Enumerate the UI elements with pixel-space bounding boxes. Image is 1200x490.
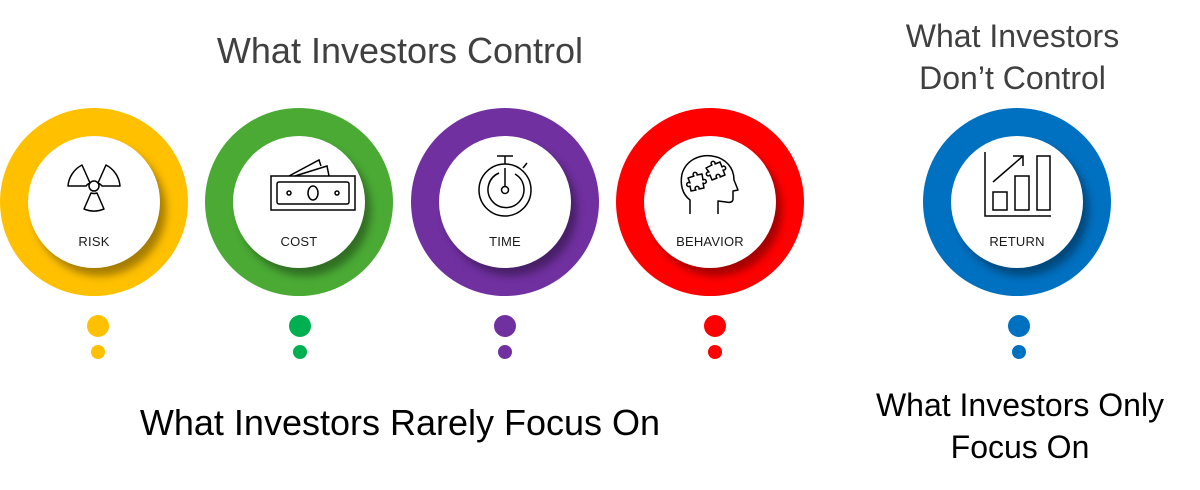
- caption-rarely-focus-on: What Investors Rarely Focus On: [139, 402, 661, 443]
- risk-circle: RISK: [28, 136, 160, 268]
- red-dot-small: [708, 345, 722, 359]
- heading-line-2: Don’t Control: [919, 60, 1106, 96]
- return-label: RETURN: [989, 234, 1045, 249]
- heading-what-investors-dont-control: What Investors Don’t Control: [860, 15, 1165, 99]
- radiation-icon: [67, 164, 121, 212]
- heading-line-1: What Investors: [905, 18, 1120, 54]
- time-label: TIME: [489, 234, 521, 249]
- return-ring: RETURN: [923, 108, 1111, 296]
- behavior-circle: BEHAVIOR: [644, 136, 776, 268]
- caption-only-focus-on: What Investors Only Focus On: [850, 384, 1190, 468]
- time-ring: TIME: [411, 108, 599, 296]
- caption-line-2: Focus On: [950, 429, 1090, 465]
- cost-ring: COST: [205, 108, 393, 296]
- behavior-label: BEHAVIOR: [676, 234, 744, 249]
- cost-circle: COST: [233, 136, 365, 268]
- green-dot-large: [289, 315, 311, 337]
- purple-dot-large: [494, 315, 516, 337]
- behavior-ring: BEHAVIOR: [616, 108, 804, 296]
- money-bills-icon: [270, 158, 356, 211]
- cost-label: COST: [280, 234, 318, 249]
- stopwatch-icon: [478, 155, 532, 217]
- return-circle: RETURN: [951, 136, 1083, 268]
- purple-dot-small: [498, 345, 512, 359]
- time-circle: TIME: [439, 136, 571, 268]
- caption-line-1: What Investors Only: [875, 387, 1165, 423]
- heading-what-investors-control: What Investors Control: [216, 30, 584, 71]
- yellow-dot-large: [87, 315, 109, 337]
- blue-dot-small: [1012, 345, 1026, 359]
- red-dot-large: [704, 315, 726, 337]
- head-puzzle-icon: [680, 154, 739, 214]
- risk-ring: RISK: [0, 108, 188, 296]
- blue-dot-large: [1008, 315, 1030, 337]
- growth-chart-icon: [984, 152, 1051, 217]
- yellow-dot-small: [91, 345, 105, 359]
- risk-label: RISK: [78, 234, 110, 249]
- green-dot-small: [293, 345, 307, 359]
